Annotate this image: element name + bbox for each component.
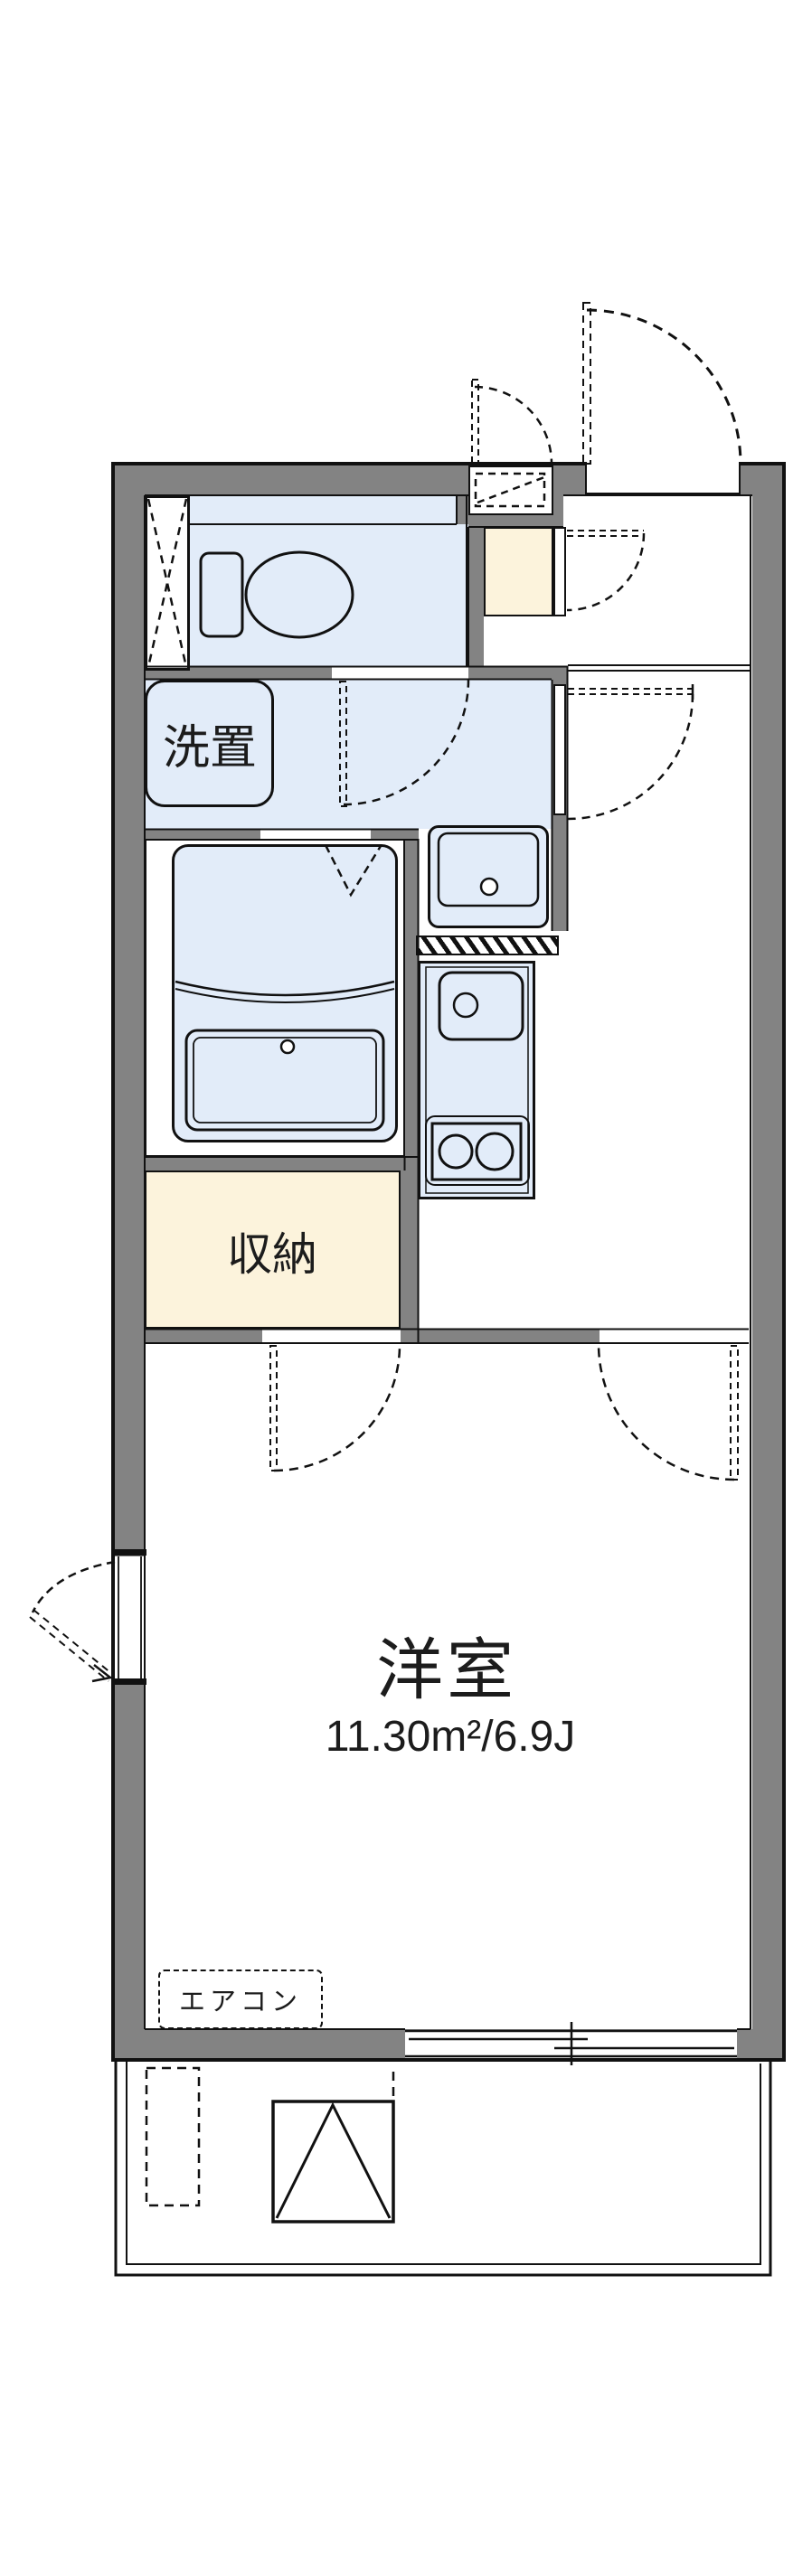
wall-bottom-row-left [145,1329,262,1344]
western-room-label-text: 洋室 [376,1631,517,1707]
left-wall-window [115,1556,145,1678]
kitchen-sink [425,966,529,1194]
toilet-fixture [199,550,354,639]
bathroom-door-opening [260,829,371,841]
room-door-opening [600,1329,749,1344]
toilet-door-swing [339,679,470,807]
entrance-door-opening [586,462,740,495]
wall-toilet-bottom-left [145,666,332,680]
shoe-cabinet-door-swing [566,530,646,612]
wall-bath-kitchen-divider [404,839,419,1170]
balcony [114,2059,772,2277]
wall-bath-storage [145,1157,419,1170]
washroom-door-swing [567,684,694,821]
small-window-swing [471,379,553,465]
laundry-label: 洗置 [145,714,275,775]
aircon-label-text: エアコン [178,1988,302,2017]
storage-door-swing [269,1344,401,1472]
western-room-area-text: 11.30m²/6.9J [325,1712,576,1761]
western-room-area-label: 11.30m²/6.9J [288,1711,613,1762]
western-room-label: 洋室 [347,1627,546,1707]
wall-bottom-row-mid [401,1329,600,1344]
laundry-label-text: 洗置 [162,721,257,775]
evacuation-hatch [271,2100,395,2223]
washbasin [428,825,549,928]
washbasin-bowl [437,832,540,907]
bathtub [175,980,395,1132]
pipe-space-x-icon [146,498,188,668]
entrance-step-line [568,664,751,672]
kitchen-partition-hatch [416,935,559,955]
shoe-cabinet [484,527,553,616]
wall-toilet-notch [457,495,468,524]
washing-machine-pan [145,680,274,807]
wall-toilet-right [468,527,484,667]
storage-door-opening [262,1329,401,1344]
storage-label-text: 収納 [227,1229,317,1280]
stove [425,1115,530,1186]
wall-edge-lines [144,462,752,2030]
pipe-space [145,495,190,671]
outdoor-unit-space [145,2066,201,2207]
room-door-swing [597,1343,739,1481]
storage-label: 収納 [204,1226,340,1280]
sliding-window [405,2022,737,2065]
wall-washroom-bottom-right [371,829,419,841]
wall-washroom-bottom-left [145,829,260,841]
unit-bath [172,844,398,1142]
wall-storage-right [401,1170,419,1344]
washroom-door-leaf-closed [553,684,566,815]
aircon-label: エアコン [161,1983,320,2017]
left-window [29,1549,146,1685]
niche-window-icon [474,472,546,508]
toilet-door-opening [332,666,468,680]
bathroom-folding-door [324,844,382,898]
entrance-door-swing [582,302,742,465]
wall-toilet-bottom-right [468,666,568,680]
